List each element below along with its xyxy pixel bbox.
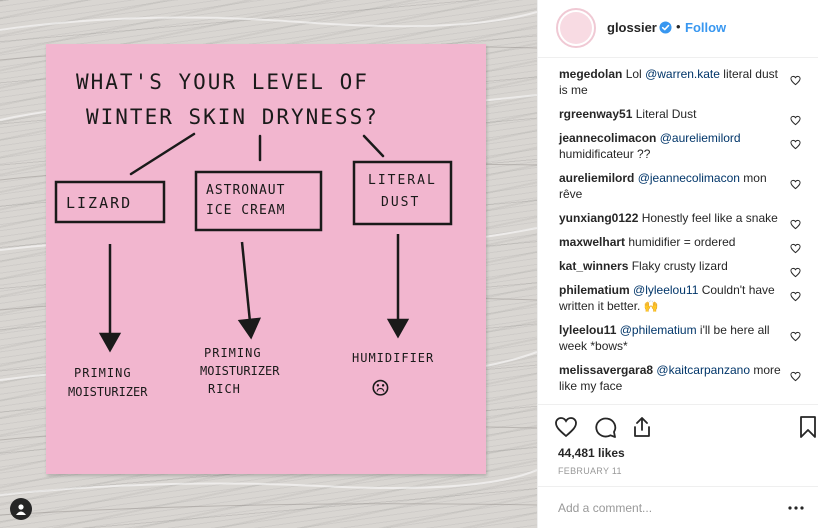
post-date[interactable]: FEBRUARY 11 bbox=[558, 466, 622, 476]
comment-item: yunxiang0122 Honestly feel like a snake bbox=[538, 206, 818, 230]
comment-like-heart-icon[interactable] bbox=[790, 139, 801, 150]
comment-text: Literal Dust bbox=[635, 107, 697, 121]
comment-like-heart-icon[interactable] bbox=[790, 75, 801, 86]
comment-like-heart-icon[interactable] bbox=[790, 267, 801, 278]
box-lizard bbox=[54, 180, 166, 224]
sticky-note: WHAT'S YOUR LEVEL OF WINTER SKIN DRYNESS… bbox=[46, 44, 486, 474]
comment-text: humidificateur ?? bbox=[559, 147, 651, 161]
comment-item: jeannecolimacon @aureliemilord humidific… bbox=[538, 126, 818, 166]
header-username[interactable]: glossier bbox=[607, 20, 657, 35]
comment-username[interactable]: maxwelhart bbox=[559, 235, 626, 249]
comment-item: rgreenway51 Literal Dust bbox=[538, 102, 818, 126]
tagged-user-badge[interactable] bbox=[10, 498, 32, 520]
result-astronaut-line1: PRIMING bbox=[204, 346, 262, 360]
box-literal-dust-line2: DUST bbox=[381, 195, 420, 210]
sad-face-icon: ☹ bbox=[372, 372, 389, 405]
comment-username[interactable]: rgreenway51 bbox=[559, 107, 633, 121]
comments-list[interactable]: megedolan Lol @warren.kate literal dust … bbox=[538, 62, 818, 402]
result-astronaut-line2: MOISTURIZER bbox=[200, 364, 280, 378]
comment-like-heart-icon[interactable] bbox=[790, 179, 801, 190]
comment-mention-link[interactable]: @kaitcarpanzano bbox=[656, 363, 750, 377]
more-options-icon[interactable] bbox=[787, 499, 805, 517]
action-bar bbox=[538, 404, 818, 444]
box-literal-dust bbox=[352, 160, 453, 226]
arrow-head-middle bbox=[237, 317, 262, 340]
comment-mention-link[interactable]: @lyleelou11 bbox=[633, 283, 699, 297]
comment-mention-link[interactable]: @philematium bbox=[619, 323, 697, 337]
comment-item: julesmichelle Literal dust 😐 bbox=[538, 398, 818, 402]
comment-username[interactable]: jeannecolimacon bbox=[559, 131, 657, 145]
box-lizard-label: LIZARD bbox=[66, 194, 132, 212]
box-astronaut bbox=[194, 170, 323, 232]
comment-username[interactable]: melissavergara8 bbox=[559, 363, 654, 377]
comment-item: aureliemilord @jeannecolimacon mon rêve bbox=[538, 166, 818, 206]
sticky-note-drawing: WHAT'S YOUR LEVEL OF WINTER SKIN DRYNESS… bbox=[54, 70, 453, 405]
comment-like-heart-icon[interactable] bbox=[790, 243, 801, 254]
arrow-head-right bbox=[386, 318, 410, 339]
comment-like-heart-icon[interactable] bbox=[790, 115, 801, 126]
comment-item: maxwelhart humidifier = ordered bbox=[538, 230, 818, 254]
result-lizard-line1: PRIMING bbox=[74, 366, 132, 380]
comment-text: mon rêve bbox=[559, 171, 767, 201]
user-icon bbox=[16, 504, 26, 515]
comment-mention-link[interactable]: @jeannecolimacon bbox=[637, 171, 740, 185]
result-lizard-line2: MOISTURIZER bbox=[68, 385, 148, 399]
note-title-line1: WHAT'S YOUR LEVEL OF bbox=[76, 70, 369, 94]
post-side-panel: glossier • Follow megedolan Lol @warren.… bbox=[537, 0, 818, 528]
comment-username[interactable]: aureliemilord bbox=[559, 171, 635, 185]
result-dust-label: HUMIDIFIER bbox=[352, 351, 434, 365]
share-icon[interactable] bbox=[630, 415, 654, 439]
bookmark-icon[interactable] bbox=[796, 415, 818, 439]
comment-text: more like my face bbox=[559, 363, 781, 393]
comment-item: lyleelou11 @philematium i'll be here all… bbox=[538, 318, 818, 358]
heart-icon[interactable] bbox=[554, 415, 578, 439]
comment-mention-link[interactable]: @warren.kate bbox=[645, 67, 720, 81]
header-separator: • bbox=[676, 19, 681, 34]
comment-text: humidifier = ordered bbox=[628, 235, 736, 249]
comment-icon[interactable] bbox=[594, 415, 618, 439]
arrow-head-left bbox=[98, 332, 122, 353]
add-comment-input[interactable] bbox=[558, 501, 768, 515]
comment-like-heart-icon[interactable] bbox=[790, 371, 801, 382]
note-title-line2: WINTER SKIN DRYNESS? bbox=[86, 105, 379, 129]
comment-username[interactable]: megedolan bbox=[559, 67, 623, 81]
comment-text: Honestly feel like a snake bbox=[641, 211, 778, 225]
comment-text: Couldn't have written it better. 🙌 bbox=[559, 283, 775, 313]
comment-text: Lol bbox=[625, 67, 646, 81]
box-astronaut-line1: ASTRONAUT bbox=[206, 183, 285, 198]
comment-like-heart-icon[interactable] bbox=[790, 331, 801, 342]
comment-username[interactable]: lyleelou11 bbox=[559, 323, 617, 337]
add-comment-bar bbox=[538, 486, 818, 528]
comment-item: kat_winners Flaky crusty lizard bbox=[538, 254, 818, 278]
comment-username[interactable]: kat_winners bbox=[559, 259, 629, 273]
comment-item: megedolan Lol @warren.kate literal dust … bbox=[538, 62, 818, 102]
box-literal-dust-line1: LITERAL bbox=[368, 173, 437, 188]
post-photo[interactable]: WHAT'S YOUR LEVEL OF WINTER SKIN DRYNESS… bbox=[0, 0, 537, 528]
box-astronaut-line2: ICE CREAM bbox=[206, 203, 285, 218]
comment-item: philematium @lyleelou11 Couldn't have wr… bbox=[538, 278, 818, 318]
follow-button[interactable]: Follow bbox=[685, 20, 727, 35]
post-header: glossier • Follow bbox=[538, 0, 818, 58]
comment-like-heart-icon[interactable] bbox=[790, 291, 801, 302]
comment-item: melissavergara8 @kaitcarpanzano more lik… bbox=[538, 358, 818, 398]
comment-like-heart-icon[interactable] bbox=[790, 219, 801, 230]
branch-line-left bbox=[129, 132, 196, 176]
branch-line-right bbox=[362, 134, 385, 158]
comment-username[interactable]: yunxiang0122 bbox=[559, 211, 639, 225]
comment-text: i'll be here all week *bows* bbox=[559, 323, 770, 353]
comment-username[interactable]: philematium bbox=[559, 283, 630, 297]
comment-text: literal dust is me bbox=[559, 67, 778, 97]
comment-mention-link[interactable]: @aureliemilord bbox=[659, 131, 741, 145]
verified-badge-icon bbox=[659, 21, 672, 34]
avatar[interactable] bbox=[556, 8, 596, 48]
likes-count[interactable]: 44,481 likes bbox=[558, 446, 625, 460]
comment-text: Flaky crusty lizard bbox=[631, 259, 728, 273]
result-astronaut-line3: RICH bbox=[208, 382, 241, 396]
